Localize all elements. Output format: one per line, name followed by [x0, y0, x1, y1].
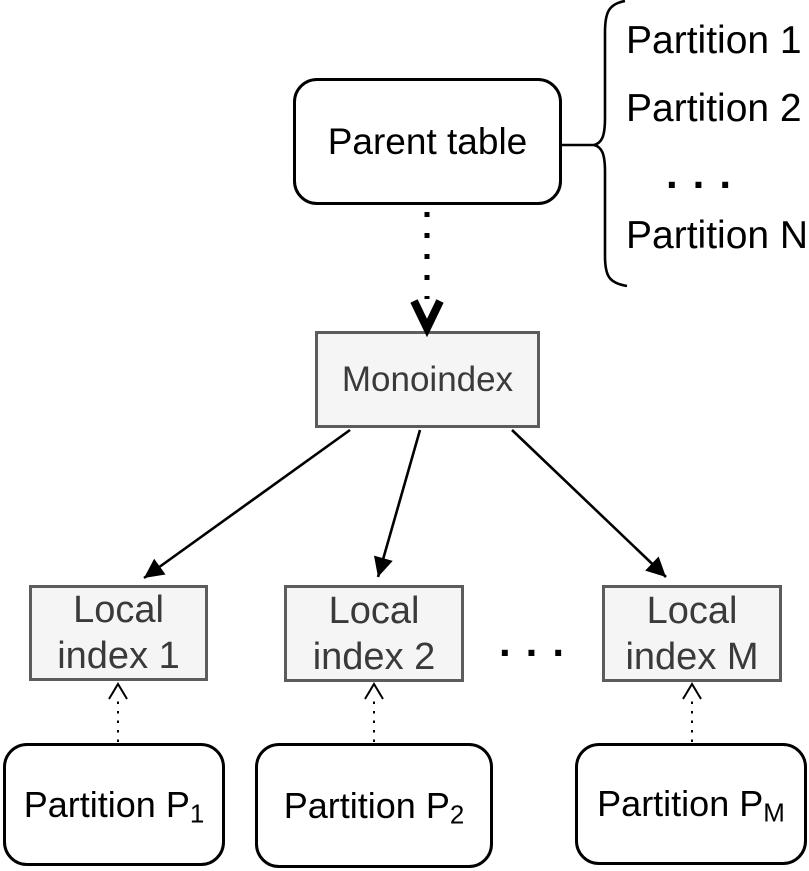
local-index-m-line1: Local [646, 589, 738, 632]
local-index-1-node: Local index 1 [29, 585, 208, 681]
partition-p2-node: Partition P2 [255, 743, 493, 868]
arrow-monoindex-to-local-index-m [511, 429, 667, 578]
curly-brace [562, 0, 628, 288]
dotted-arrow-partition-p2-to-local-index-2 [364, 682, 384, 742]
local-index-m-line2: index M [625, 635, 759, 678]
partition-pm-label: Partition PM [597, 783, 785, 828]
local-index-2-node: Local index 2 [284, 585, 464, 682]
parent-table-node: Parent table [293, 78, 562, 205]
partition-list-item-1: Partition 1 [626, 19, 802, 62]
local-index-m-label: Local index M [625, 588, 758, 680]
partition-p2-prefix: Partition P [283, 784, 450, 826]
local-index-1-line2: index 1 [57, 635, 180, 677]
partition-list-item-n: Partition N [626, 214, 809, 257]
partition-pm-subscript: M [763, 799, 785, 828]
local-index-1-label: Local index 1 [57, 587, 180, 679]
partition-pm-prefix: Partition P [597, 783, 764, 824]
partition-pm-node: Partition PM [575, 743, 807, 865]
partition-p1-prefix: Partition P [23, 783, 190, 825]
local-index-2-line2: index 2 [312, 635, 436, 678]
partition-list-ellipsis: ... [666, 150, 747, 197]
monoindex-label: Monoindex [341, 359, 514, 399]
local-index-2-label: Local index 2 [313, 588, 436, 680]
local-index-2-line1: Local [328, 589, 420, 632]
parent-table-label: Parent table [327, 120, 528, 162]
partition-p2-label: Partition P2 [283, 784, 465, 830]
partition-list-item-2: Partition 2 [626, 87, 802, 130]
arrow-monoindex-to-local-index-2 [373, 429, 422, 578]
local-index-ellipsis: ... [499, 618, 580, 665]
dotted-arrow-parent-to-monoindex [410, 212, 444, 338]
dotted-arrow-partition-pm-to-local-index-m [682, 682, 702, 742]
monoindex-node: Monoindex [315, 331, 540, 428]
arrow-monoindex-to-local-index-1 [143, 428, 351, 580]
partition-p1-label: Partition P1 [23, 783, 205, 829]
dotted-arrow-partition-p1-to-local-index-1 [108, 682, 128, 742]
partition-p2-subscript: 2 [449, 801, 465, 830]
partition-p1-subscript: 1 [189, 800, 205, 829]
local-index-1-line1: Local [73, 589, 164, 631]
local-index-m-node: Local index M [602, 585, 782, 682]
partition-p1-node: Partition P1 [3, 743, 225, 866]
